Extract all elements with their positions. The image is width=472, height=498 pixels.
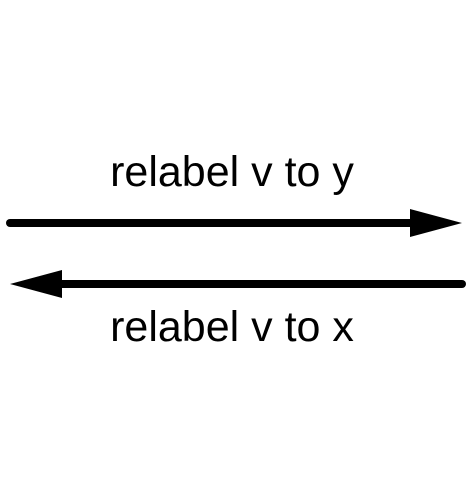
- backward-arrow: [10, 270, 466, 298]
- forward-arrow: [6, 209, 462, 237]
- backward-arrow-label: relabel v to x: [110, 303, 354, 351]
- backward-arrow-head: [10, 270, 62, 298]
- forward-arrow-label: relabel v to y: [110, 148, 354, 196]
- forward-arrow-head: [410, 209, 462, 237]
